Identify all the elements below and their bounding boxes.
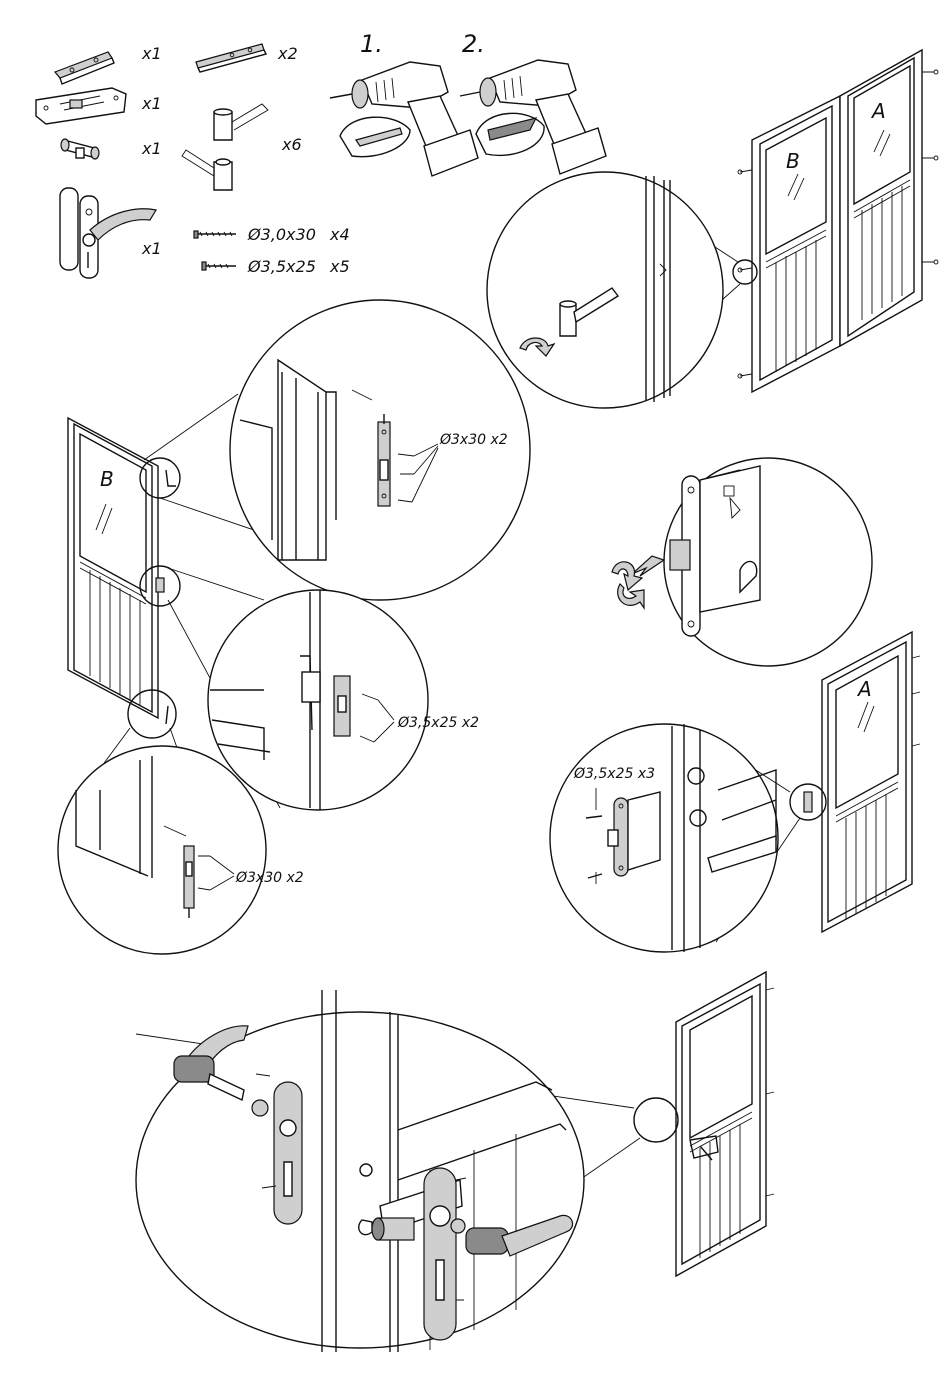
zoom-bolt-top: Ø3x30 x2	[144, 300, 530, 600]
screw-icon	[194, 231, 236, 270]
door-handle-assembly-door	[634, 972, 774, 1276]
bolt-icon	[184, 846, 194, 918]
door-a-right-label: A	[856, 677, 872, 701]
door-a: A	[790, 632, 920, 932]
qty-cylinder: x1	[141, 139, 162, 158]
handle-icon	[60, 188, 156, 278]
door-b-left-label: B	[100, 467, 114, 491]
escutcheon-plate-front	[424, 1168, 456, 1340]
drill-step-1: 1.	[330, 30, 478, 176]
qty-hinge-pin: x6	[281, 135, 302, 154]
escutcheon-plate	[274, 1082, 302, 1224]
hinge-icon	[55, 52, 114, 84]
qty-hinge-small: x1	[141, 44, 162, 63]
zoom-hinge-pin	[487, 172, 723, 408]
callout-strike: Ø3,5x25 x2	[397, 715, 479, 731]
cylinder-icon	[61, 139, 99, 159]
qty-bolt: x2	[277, 44, 298, 63]
door-b-label: B	[786, 149, 800, 173]
screw-2-qty: x5	[329, 257, 350, 276]
zoom-handle	[136, 990, 640, 1352]
door-a-label: A	[870, 99, 886, 123]
screw-2-spec: Ø3,5x25	[247, 257, 316, 276]
door-b: B	[68, 418, 180, 738]
bolt-icon	[378, 414, 390, 506]
screw-1-qty: x4	[329, 225, 350, 244]
screw-1-spec: Ø3,0x30	[247, 225, 316, 244]
callout-bolt-top: Ø3x30 x2	[439, 432, 508, 448]
cylinder-icon	[372, 1218, 414, 1240]
drill-icon	[330, 62, 478, 176]
callout-bolt-bottom: Ø3x30 x2	[235, 870, 304, 886]
zoom-lock-latch	[612, 458, 872, 666]
hinge-pin-icon	[182, 104, 268, 190]
parts-list: x1 x2 x1 x1	[36, 44, 350, 278]
drill-step-1-label: 1.	[360, 30, 383, 58]
bolt-icon	[196, 44, 266, 72]
drill-step-2-label: 2.	[462, 30, 485, 58]
qty-lock-body: x1	[141, 94, 162, 113]
qty-handle: x1	[141, 239, 162, 258]
callout-lock: Ø3,5x25 x3	[573, 766, 655, 782]
drill-step-2: 2.	[460, 30, 606, 174]
lock-body-icon	[36, 88, 126, 124]
zoom-lock-insert: Ø3,5x25 x3	[550, 724, 800, 952]
